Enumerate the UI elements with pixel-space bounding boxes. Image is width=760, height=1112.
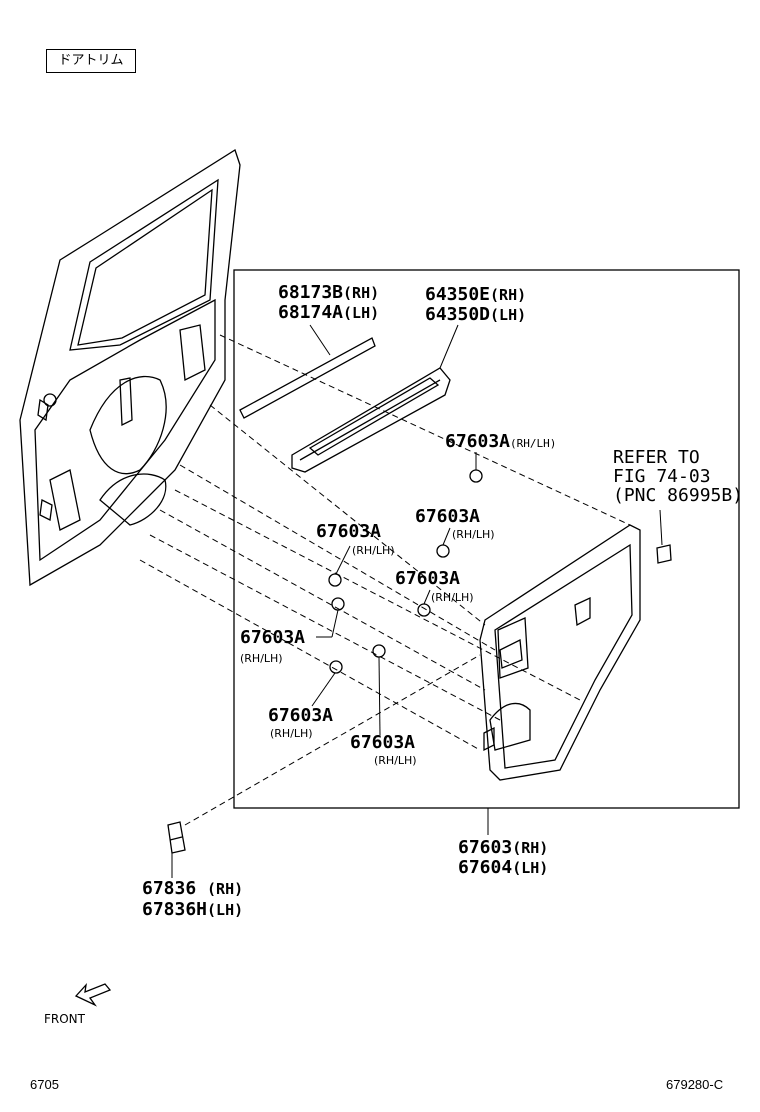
clip-1-label: 67603A(RH/LH): [445, 431, 557, 452]
clip-5-suffix: (RH/LH): [240, 652, 283, 665]
clip-2-icon: [436, 544, 450, 558]
clip-3-icon: [328, 573, 342, 587]
clip-6-icon: [372, 644, 386, 658]
reference-line-2: FIG 74-03: [613, 466, 711, 487]
clip-2-label: 67603A: [415, 506, 481, 527]
cover-rh-label: 67836 (RH): [142, 878, 244, 899]
clip-7-icon: [329, 660, 343, 674]
trim-panel-illustration: [479, 524, 641, 781]
assembly-lines: [139, 334, 631, 826]
weatherstrip-illustration: [239, 337, 376, 419]
clip-5-label: 67603A: [240, 627, 306, 648]
armrest-lh-label: 64350D(LH): [425, 304, 527, 325]
clip-4-icon: [417, 603, 431, 617]
trim-panel-lh-label: 67604(LH): [458, 857, 549, 878]
clip-4-label: 67603A: [395, 568, 461, 589]
weatherstrip-rh-label: 68173B(RH): [278, 282, 380, 303]
reference-line-3: (PNC 86995B): [613, 485, 744, 506]
front-arrow-icon: [74, 982, 112, 1007]
clip-6-label: 67603A: [350, 732, 416, 753]
section-tag: ドアトリム: [46, 49, 136, 73]
clip-1-icon: [469, 469, 483, 483]
armrest-illustration: [291, 367, 451, 473]
reference-part-icon: [656, 544, 672, 564]
clip-3-label: 67603A: [316, 521, 382, 542]
trim-panel-rh-label: 67603(RH): [458, 837, 549, 858]
parts-frame-box: [233, 269, 740, 809]
clip-2-suffix: (RH/LH): [452, 528, 495, 541]
front-label: FRONT: [44, 1012, 85, 1026]
cover-lh-label: 67836H(LH): [142, 899, 244, 920]
armrest-rh-label: 64350E(RH): [425, 284, 527, 305]
cover-illustration: [167, 821, 186, 854]
clip-7-suffix: (RH/LH): [270, 727, 313, 740]
reference-line-1: REFER TO: [613, 447, 700, 468]
leader-lines: [171, 324, 663, 878]
clip-7-label: 67603A: [268, 705, 334, 726]
door-frame-illustration: [19, 149, 241, 587]
clip-6-suffix: (RH/LH): [374, 754, 417, 767]
weatherstrip-lh-label: 68174A(LH): [278, 302, 380, 323]
clip-4-suffix: (RH/LH): [431, 591, 474, 604]
footer-left-code: 6705: [30, 1077, 59, 1092]
footer-right-code: 679280-C: [666, 1077, 724, 1092]
clip-3-suffix: (RH/LH): [352, 544, 395, 557]
